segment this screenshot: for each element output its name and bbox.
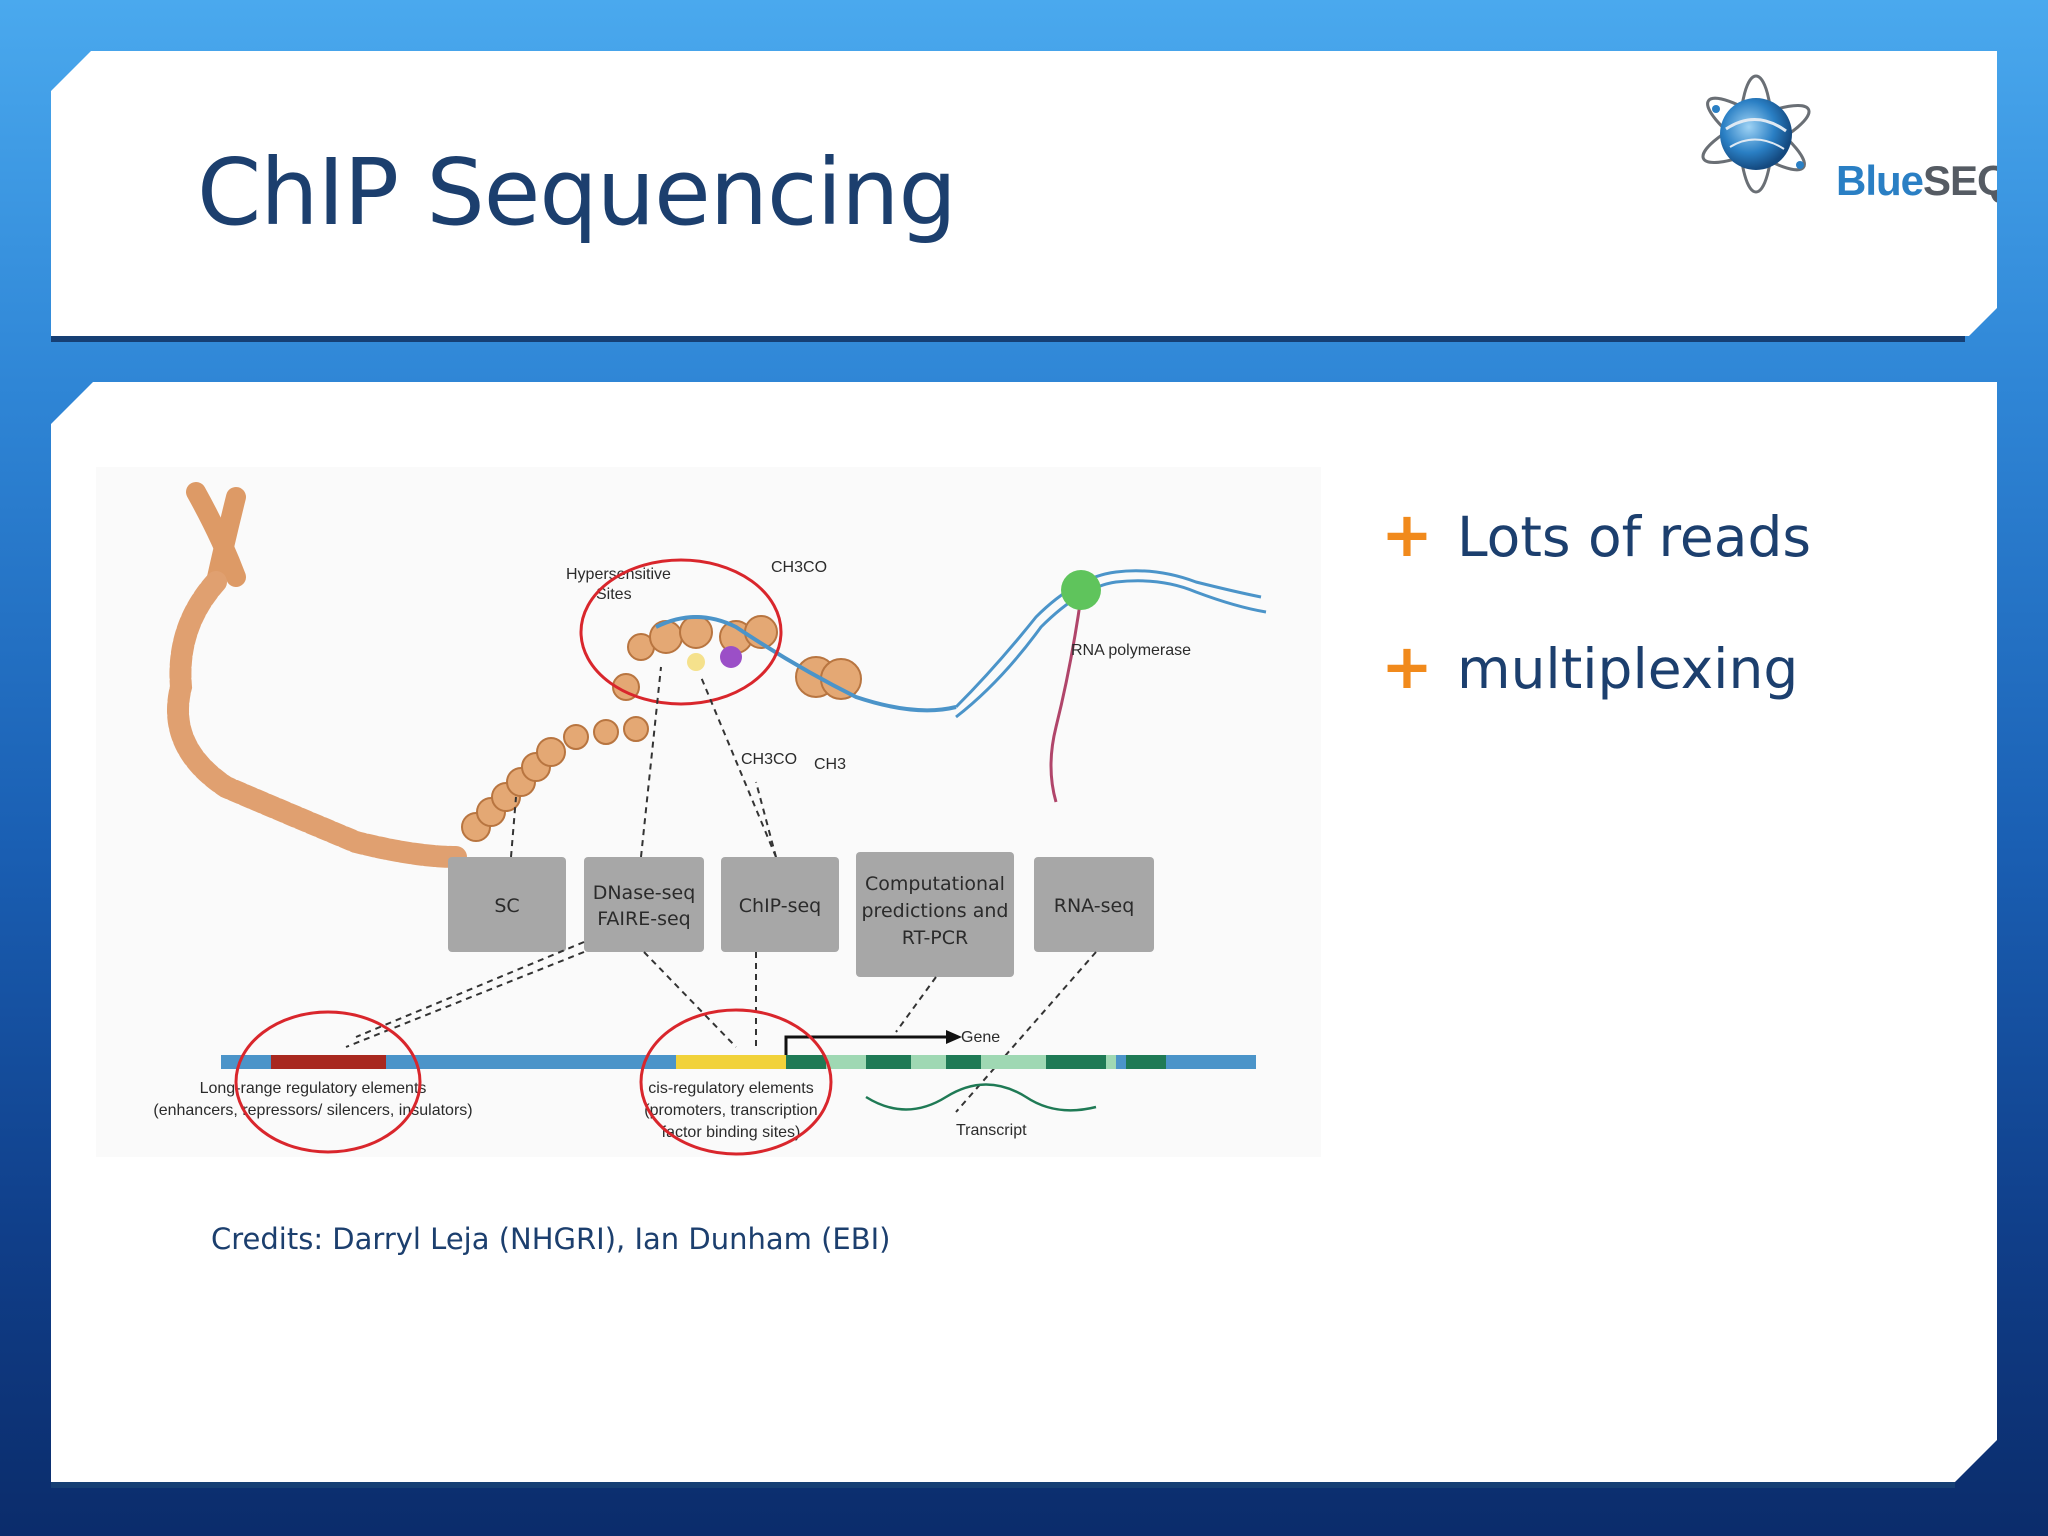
gene-bar xyxy=(221,1055,1256,1069)
label-ch3co-mid: CH3CO xyxy=(741,751,797,768)
method-arrows-up xyxy=(511,667,776,857)
regulatory-elements-diagram: Hypersensitive Sites CH3CO CH3CO CH3 RNA… xyxy=(96,467,1321,1157)
bullet-text: Lots of reads xyxy=(1457,505,1812,569)
method-label-chip: ChIP-seq xyxy=(739,895,821,917)
content-panel: Hypersensitive Sites CH3CO CH3CO CH3 RNA… xyxy=(51,382,1997,1482)
label-ch3: CH3 xyxy=(814,756,846,773)
method-label-sc: SC xyxy=(494,895,519,917)
label-ch3co-top: CH3CO xyxy=(771,559,827,576)
method-box-computational: Computational predictions and RT-PCR xyxy=(856,852,1014,977)
transcript-wave xyxy=(866,1085,1096,1111)
logo-text-gray: SEQ xyxy=(1923,157,2009,204)
method-label-computational-3: RT-PCR xyxy=(902,927,968,949)
title-panel-shadow xyxy=(51,336,1965,342)
label-rna-polymerase: RNA polymerase xyxy=(1071,642,1191,659)
label-cis-1: cis-regulatory elements xyxy=(648,1080,813,1097)
label-cis-2: (promoters, transcription xyxy=(644,1102,817,1119)
label-gene: Gene xyxy=(961,1029,1000,1046)
plus-bullet-icon: + xyxy=(1381,630,1433,703)
bullet-item: +Lots of reads xyxy=(1381,502,1811,634)
label-cis-3: factor binding sites) xyxy=(662,1124,801,1141)
method-label-computational-2: predictions and xyxy=(861,900,1008,922)
globe-orbit-icon xyxy=(1696,69,2016,199)
bullet-list: +Lots of reads +multiplexing xyxy=(1381,502,1811,766)
logo-text-blue: Blue xyxy=(1836,157,1924,204)
plus-bullet-icon: + xyxy=(1381,498,1433,571)
highlight-circle-long-range xyxy=(236,1012,420,1152)
method-label-computational-1: Computational xyxy=(865,873,1005,895)
bullet-text: multiplexing xyxy=(1457,637,1799,701)
method-label-faire: FAIRE-seq xyxy=(597,908,691,930)
highlight-circle-cis xyxy=(641,1010,831,1154)
method-box-rna: RNA-seq xyxy=(1034,857,1154,952)
label-long-range-1: Long-range regulatory elements xyxy=(200,1080,427,1097)
content-panel-shadow xyxy=(51,1482,1955,1488)
title-panel: ChIP Sequencing BlueSEQ xyxy=(51,51,1997,336)
highlight-circle-hypersensitive xyxy=(581,560,781,704)
rna-polymerase-icon xyxy=(1061,570,1101,610)
slide-title: ChIP Sequencing xyxy=(197,139,956,246)
logo-text: BlueSEQ xyxy=(1836,157,2009,205)
label-sites: Sites xyxy=(596,586,632,603)
method-box-chip: ChIP-seq xyxy=(721,857,839,952)
method-box-sc: SC xyxy=(448,857,566,952)
method-label-dnase: DNase-seq xyxy=(593,882,696,904)
chromosome-icon xyxy=(178,492,456,857)
dna-helix xyxy=(956,571,1266,717)
bullet-item: +multiplexing xyxy=(1381,634,1811,766)
method-label-rna: RNA-seq xyxy=(1054,895,1135,917)
label-long-range-2: (enhancers, repressors/ silencers, insul… xyxy=(153,1102,472,1119)
credits-text: Credits: Darryl Leja (NHGRI), Ian Dunham… xyxy=(211,1222,891,1256)
label-transcript: Transcript xyxy=(956,1122,1027,1139)
method-box-dnase: DNase-seq FAIRE-seq xyxy=(584,857,704,952)
